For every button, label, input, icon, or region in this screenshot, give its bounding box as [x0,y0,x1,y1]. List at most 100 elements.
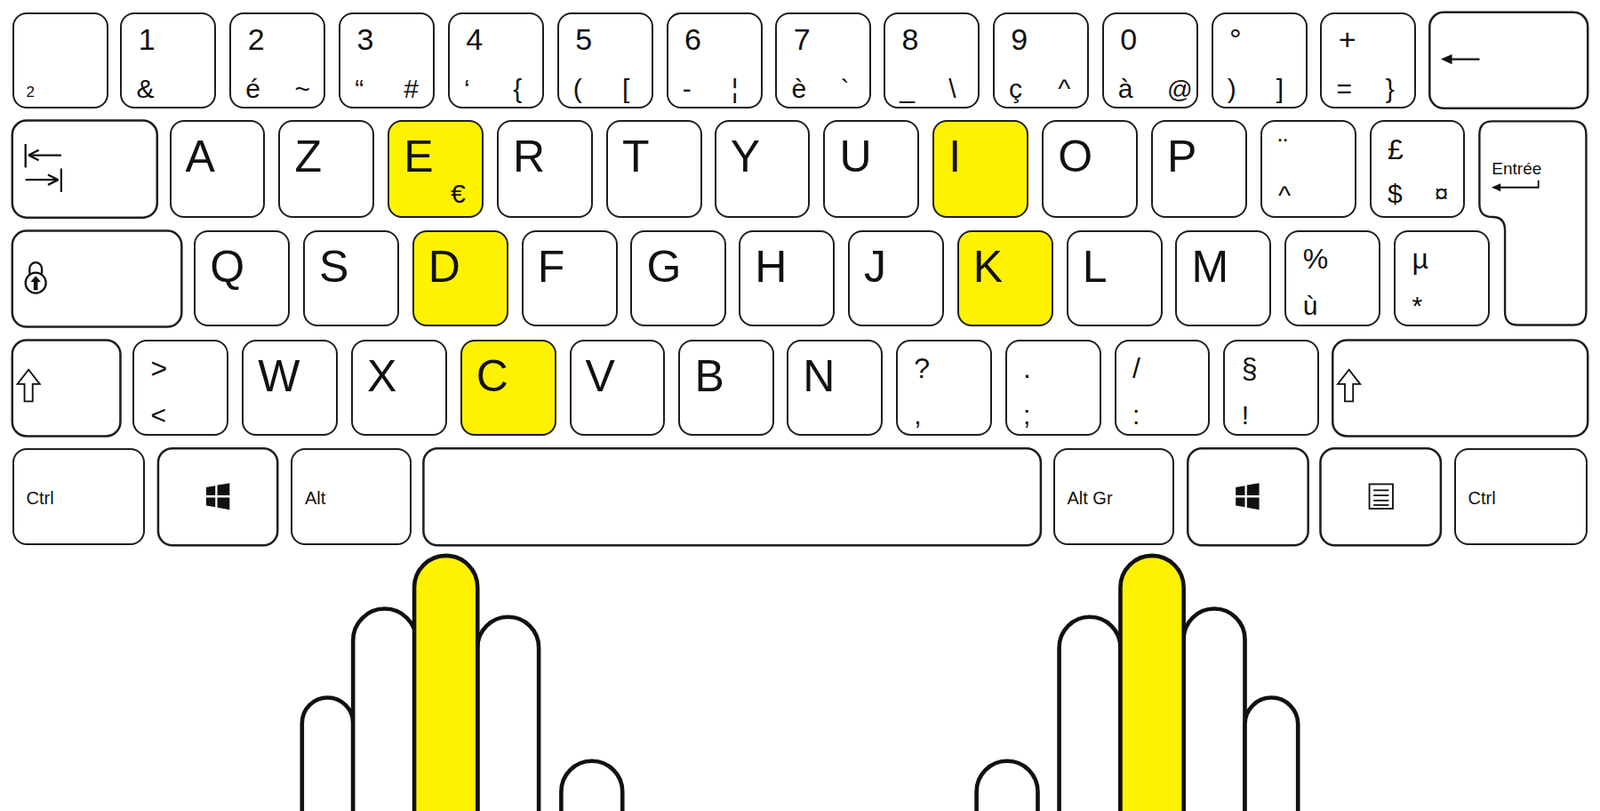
finger [1245,697,1299,811]
highlighted-key: D [412,230,509,327]
key-legend: H [754,244,787,289]
key-cap: 1& [120,12,216,109]
key-legend: > [151,353,168,383]
key-legend: , [913,401,921,429]
key-legend: 0 [1120,24,1137,55]
key-legend: \ [948,75,956,103]
key-legend: F [537,244,566,289]
key-legend: ¦ [731,75,739,103]
key-legend: 4 [465,24,483,55]
key-legend: . [1023,353,1032,383]
key-cap: .; [1005,339,1102,436]
key-cap: 2 [12,12,109,109]
key-cap: ?, [896,339,992,436]
key-cap: O [1041,120,1138,217]
key-cap: A [169,120,266,217]
key-legend: L [1082,244,1108,289]
key-cap: °)] [1211,12,1308,109]
key-legend: K [973,244,1003,289]
key-legend: ç [1008,75,1023,103]
key-legend: 7 [793,24,811,55]
finger [352,608,416,811]
blank-keys [12,12,1588,546]
key-legend: # [403,75,419,103]
tab-arrows [25,144,62,192]
key-legend: Alt [304,488,326,507]
key-legend: % [1303,244,1328,273]
key-cap: G [630,230,727,327]
key-cap: Ctrl [12,448,145,545]
key-cap: 4‘{ [448,12,544,109]
hands [302,555,1298,811]
key-cap: 6-¦ [666,12,763,109]
key-legend: 5 [575,24,592,55]
key-legend: / [1132,353,1141,383]
highlighted-key: I [932,120,1029,217]
key-cap: Y [714,120,811,217]
key-legend: ~ [294,75,311,103]
key-cap: §! [1223,339,1320,436]
key-legend: T [622,134,650,179]
key-cap: M [1175,230,1272,327]
finger [302,697,353,811]
key-legend: ) [1227,75,1237,103]
key-legend: [ [622,75,630,103]
key-cap: 8 _ \ [883,12,980,109]
caps-lock-key [12,231,183,328]
key-legend: Z [294,134,322,179]
key-cap: X [351,339,448,436]
enter-key-outline [1478,120,1588,327]
middle-finger [414,555,478,811]
key-cap: Alt [290,448,411,545]
space-bar [423,448,1041,545]
key-legend: O [1057,134,1093,179]
tab-key [12,120,158,218]
windows-key [1187,448,1308,545]
key-cap: 5([ [557,12,654,109]
key-legend: ] [1276,75,1284,103]
shift-key [12,339,121,436]
key-legend: $ [1387,180,1403,208]
backspace-arrow [1440,54,1480,64]
menu-icon [1369,483,1393,509]
highlighted-key: C [460,339,557,436]
thumb [560,760,623,811]
key-legend: µ [1411,244,1428,273]
thumb [976,760,1039,811]
finger [477,616,539,811]
key-legend: 9 [1010,24,1028,55]
key-legend: ° [1229,24,1242,55]
key-cap: %ù [1284,230,1381,327]
key-legend: & [136,75,155,103]
key-legend: Q [209,244,245,289]
key-legend: à [1118,75,1134,103]
key-cap: 2é~ [229,12,326,109]
windows-logo [206,482,230,510]
enter-key: Entrée [1478,120,1588,327]
key-cap: P [1151,120,1248,217]
key-legend: _ [899,75,915,103]
key-cap: R [496,120,593,217]
key-cap: Alt Gr [1053,448,1176,545]
key-cap: N [786,339,883,436]
key-cap: S [303,230,400,327]
key-legend: 8 [901,24,919,55]
finger [1184,608,1246,811]
caps-lock-icon [25,262,47,293]
key-legend: = [1336,75,1353,103]
key-legend: ? [913,353,930,383]
key-legend: J [864,244,887,289]
key-cap: +=} [1320,12,1416,109]
key-legend: @ [1167,75,1193,101]
key-legend: D [428,244,461,289]
key-cap: 3“# [338,12,435,109]
key-legend: M [1192,244,1230,289]
key-cap: V [569,339,666,436]
key-legend: 2 [248,24,265,55]
key-legend: S [319,244,349,289]
key-legend: £ [1387,135,1404,164]
middle-finger [1120,555,1184,811]
key-legend: - [682,75,692,103]
key-legend: “ [354,75,364,103]
key-legend: ¨ [1278,134,1288,163]
